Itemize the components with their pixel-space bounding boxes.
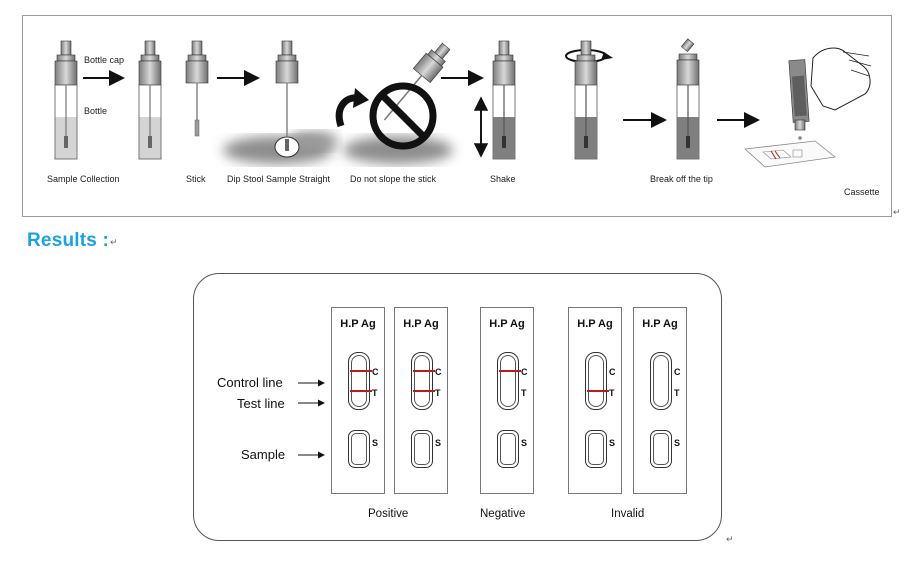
procedure-illustration-panel: Bottle cap Bottle Sample Collection Stic… — [22, 15, 892, 217]
group-label-negative: Negative — [480, 508, 526, 520]
test-band — [587, 390, 609, 392]
shake-bottle — [473, 40, 516, 160]
stick-removed — [185, 40, 209, 137]
letter-t: T — [521, 388, 527, 398]
test-card-positive-2: H.P Ag C T S — [394, 307, 448, 494]
card-title: H.P Ag — [489, 318, 525, 330]
card-title: H.P Ag — [340, 318, 376, 330]
label-sample: Sample — [241, 447, 286, 462]
results-heading: Results : — [27, 230, 109, 252]
paragraph-mark: ↵ — [110, 238, 118, 248]
card-title: H.P Ag — [403, 318, 439, 330]
label-break-tip: Break off the tip — [650, 174, 713, 184]
do-not-slope — [335, 42, 453, 164]
label-shake: Shake — [490, 174, 516, 184]
results-heading-text: Results : — [27, 230, 110, 251]
card-title: H.P Ag — [642, 318, 678, 330]
result-window — [348, 352, 372, 410]
label-bottle-cap: Bottle cap — [84, 55, 125, 65]
procedure-illustration — [54, 38, 872, 168]
test-card-invalid-2: H.P Ag C T S — [633, 307, 687, 494]
letter-c: C — [674, 367, 681, 377]
sample-well — [585, 430, 607, 468]
rotate-bottle — [565, 40, 613, 160]
label-stick: Stick — [186, 174, 206, 184]
letter-t: T — [435, 388, 441, 398]
letter-c: C — [435, 367, 442, 377]
sample-well — [411, 430, 433, 468]
label-dip: Dip Stool Sample Straight — [227, 174, 331, 184]
bottle-2 — [138, 40, 162, 160]
label-bottle: Bottle — [84, 106, 108, 116]
dip-sample — [223, 40, 338, 164]
card-title: H.P Ag — [577, 318, 613, 330]
test-band — [413, 390, 435, 392]
letter-s: S — [435, 438, 442, 448]
break-tip-bottle — [676, 38, 700, 160]
test-band — [350, 390, 372, 392]
letter-t: T — [674, 388, 680, 398]
letter-c: C — [372, 367, 379, 377]
label-control-line: Control line — [217, 375, 283, 390]
test-card-negative: H.P Ag C T S — [480, 307, 534, 494]
letter-t: T — [609, 388, 615, 398]
control-band — [413, 370, 435, 372]
letter-s: S — [674, 438, 681, 448]
sample-well — [650, 430, 672, 468]
letter-s: S — [372, 438, 379, 448]
label-no-slope: Do not slope the stick — [350, 174, 437, 184]
letter-t: T — [372, 388, 378, 398]
label-sample-collection: Sample Collection — [47, 174, 120, 184]
group-label-invalid: Invalid — [611, 508, 645, 520]
control-band — [350, 370, 372, 372]
result-window — [497, 352, 521, 410]
letter-s: S — [609, 438, 616, 448]
paragraph-mark: ↵ — [726, 535, 734, 545]
paragraph-mark: ↵ — [893, 208, 901, 218]
letter-s: S — [521, 438, 528, 448]
sample-well — [348, 430, 370, 468]
label-cassette: Cassette — [844, 187, 880, 197]
letter-c: C — [609, 367, 616, 377]
sample-well — [497, 430, 519, 468]
control-band — [499, 370, 521, 372]
bottle-1 — [54, 40, 78, 160]
letter-c: C — [521, 367, 528, 377]
pointer-arrows — [298, 379, 325, 459]
test-card-positive-1: H.P Ag C T S — [331, 307, 385, 494]
result-window — [650, 352, 672, 410]
result-window — [585, 352, 609, 410]
label-test-line: Test line — [237, 396, 285, 411]
test-card-invalid-1: H.P Ag C T S — [568, 307, 622, 494]
result-window — [411, 352, 435, 410]
group-label-positive: Positive — [368, 508, 409, 520]
apply-to-cassette — [744, 47, 872, 168]
